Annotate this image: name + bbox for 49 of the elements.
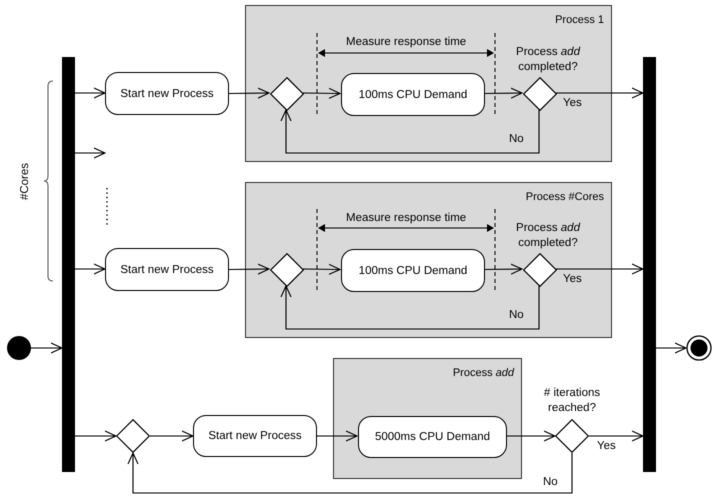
action-box: 100ms CPU Demand [341,249,485,292]
brace-label: #Cores [18,162,32,200]
arrow [280,285,540,330]
region-title: Process #Cores [526,191,604,204]
arrow [280,109,540,154]
arrow [150,430,194,442]
arrow [75,430,117,442]
region-title: Process 1 [555,14,604,27]
dimension-label: Measure response time [346,212,466,224]
arrow [656,342,687,354]
arrow [506,430,556,442]
arrow [556,263,644,275]
decision-label: Process add completed? [515,221,582,251]
action-box: Start new Process [105,248,229,291]
arrow [303,264,341,275]
arrow [556,87,644,99]
decision-diamond [270,77,304,111]
decision-diamond [555,419,589,453]
decision-label: # iterations reached? [542,386,602,416]
arrow [75,147,106,159]
sync-bar [643,57,656,472]
arrow [229,264,270,275]
arrow [317,430,358,442]
region-title: Process add [452,367,514,380]
sync-bar [62,57,75,472]
action-box: Start new Process [105,72,229,115]
action-box: Start new Process [193,415,317,457]
arrow [484,264,523,275]
process-region [333,358,522,479]
arrow [127,452,573,494]
process-region [245,182,612,338]
arrow [75,87,106,99]
dimension-label: Measure response time [346,36,466,48]
action-box: 5000ms CPU Demand [358,416,507,458]
start-node [7,336,31,360]
action-box: 100ms CPU Demand [341,73,485,116]
arrow [484,88,523,99]
decision-diamond [523,253,557,287]
decision-diamond [270,253,304,287]
decision-label: Process add completed? [515,45,582,75]
process-region [245,5,612,162]
decision-diamond [523,77,557,111]
arrow [75,263,106,275]
arrow [229,88,270,99]
arrow [31,342,63,354]
end-node [686,335,712,361]
arrow [589,430,644,442]
arrow [303,88,341,99]
decision-diamond [116,419,150,453]
